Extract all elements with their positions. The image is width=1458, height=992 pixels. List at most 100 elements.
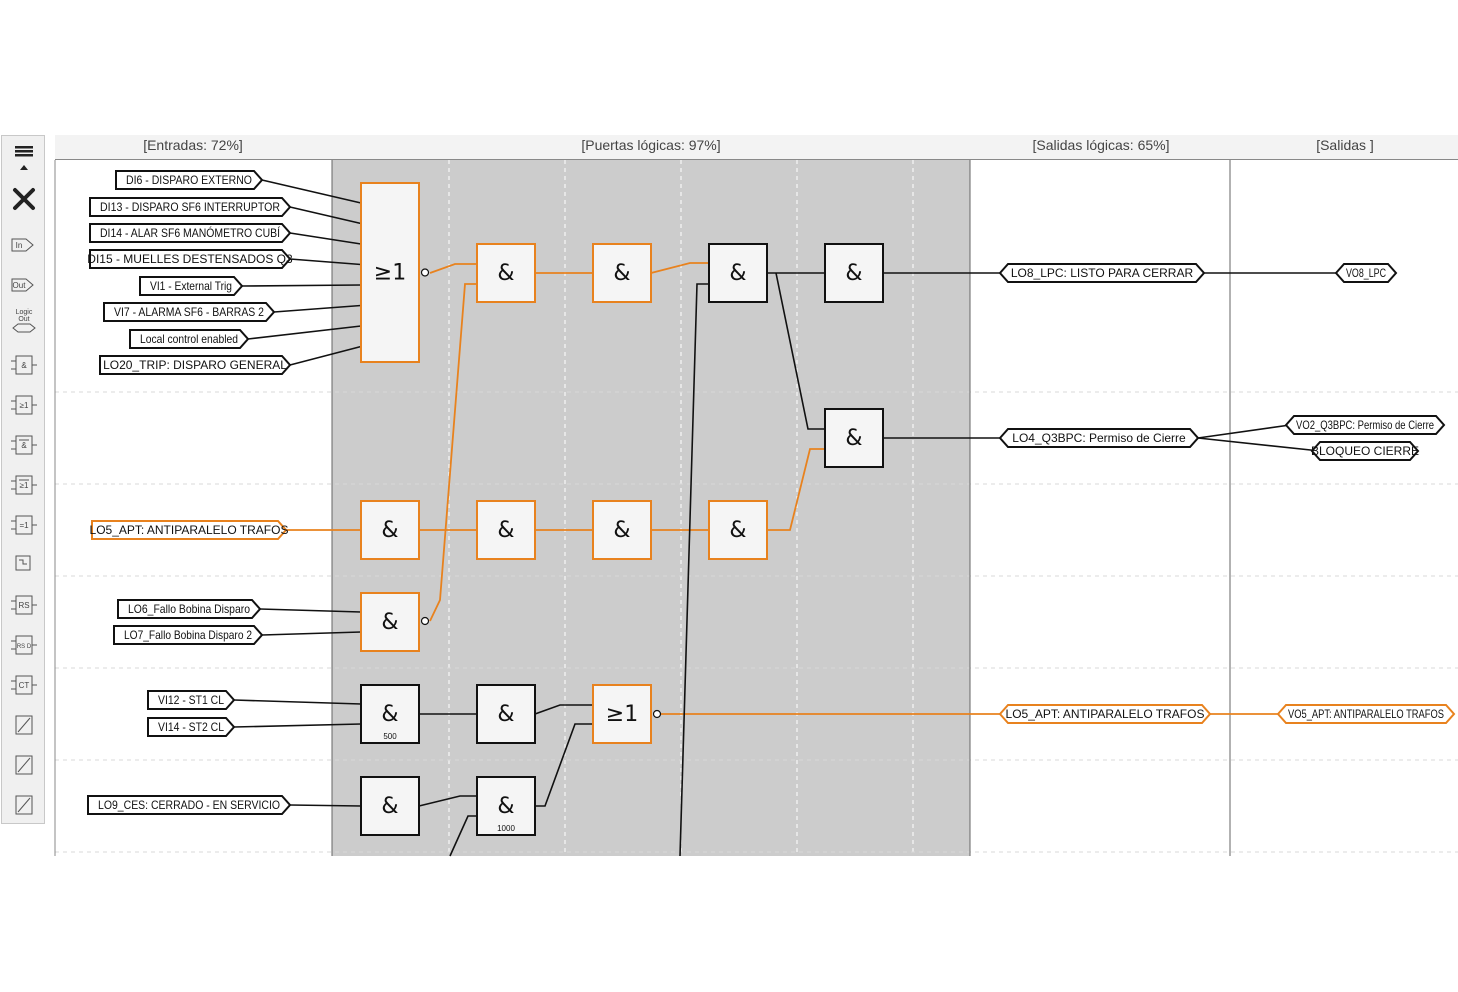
- and-gate-g4[interactable]: &: [824, 243, 884, 303]
- input-lo5in[interactable]: LO5_APT: ANTIPARALELO TRAFOS: [90, 520, 289, 540]
- output-block-icon[interactable]: Out: [11, 272, 37, 298]
- pulse-icon[interactable]: [11, 712, 37, 738]
- timer-on-icon[interactable]: [11, 752, 37, 778]
- rs-flipflop-icon[interactable]: RS: [11, 592, 37, 618]
- and-gate-g3[interactable]: &: [708, 243, 768, 303]
- input-vi12-shape: [147, 690, 236, 710]
- logic-output-lo5out-shape: [998, 704, 1212, 724]
- input-lo7[interactable]: LO7_Fallo Bobina Disparo 2: [113, 625, 264, 645]
- gate-symbol: &: [497, 518, 514, 543]
- and-gate-g1[interactable]: &: [476, 243, 536, 303]
- output-vo5-label: VO5_APT: ANTIPARALELO TRAFOS: [1288, 707, 1444, 721]
- and-gate-g7[interactable]: &: [476, 500, 536, 560]
- input-vi7-shape: [103, 302, 276, 322]
- input-vi12[interactable]: VI12 - ST1 CL: [147, 690, 236, 710]
- wire: [534, 704, 593, 715]
- input-di6-shape: [115, 170, 264, 190]
- input-vi1[interactable]: VI1 - External Trig: [139, 276, 244, 296]
- input-lo9[interactable]: LO9_CES: CERRADO - EN SERVICIO: [87, 795, 292, 815]
- delete-icon[interactable]: [11, 186, 37, 212]
- input-lce-label: Local control enabled: [140, 332, 238, 346]
- menu-icon[interactable]: [11, 138, 37, 164]
- and-gate-g6[interactable]: &: [360, 500, 420, 560]
- logic-output-lo5out-label: LO5_APT: ANTIPARALELO TRAFOS: [1006, 707, 1205, 721]
- header-inputs: [Entradas: 72%]: [143, 137, 243, 153]
- collapse-arrow-icon[interactable]: [11, 160, 37, 174]
- wire-input: [289, 206, 362, 225]
- inverter-bubble: [420, 268, 430, 277]
- svg-text:=1: =1: [19, 521, 29, 530]
- input-vi7-label: VI7 - ALARMA SF6 - BARRAS 2: [114, 305, 264, 319]
- input-block-icon[interactable]: In: [11, 232, 37, 258]
- xor-gate-icon[interactable]: =1: [11, 512, 37, 538]
- and-gate-g13[interactable]: &: [360, 776, 420, 836]
- and-gate-g14[interactable]: &1000: [476, 776, 536, 836]
- input-lce[interactable]: Local control enabled: [129, 329, 250, 349]
- input-lce-shape: [129, 329, 250, 349]
- wire: [289, 804, 362, 807]
- output-vo2[interactable]: VO2_Q3BPC: Permiso de Cierre: [1284, 415, 1446, 435]
- wire: [429, 263, 477, 274]
- and-gate-g5[interactable]: &: [824, 408, 884, 468]
- logic-output-lo4-shape: [998, 428, 1200, 448]
- wire-input: [247, 325, 362, 340]
- or-gate-g_or1[interactable]: ≥1: [360, 182, 430, 363]
- output-vo5[interactable]: VO5_APT: ANTIPARALELO TRAFOS: [1276, 704, 1456, 724]
- and-gate-g8[interactable]: &: [592, 500, 652, 560]
- input-vi7[interactable]: VI7 - ALARMA SF6 - BARRAS 2: [103, 302, 276, 322]
- output-blq[interactable]: BLOQUEO CIERRE: [1310, 441, 1420, 461]
- and-gate-g12[interactable]: &: [476, 684, 536, 744]
- gate-parameter: 500: [383, 732, 397, 741]
- wire: [767, 448, 825, 531]
- wire: [261, 631, 362, 636]
- and-gate-g2[interactable]: &: [592, 243, 652, 303]
- gate-symbol: &: [497, 794, 514, 819]
- output-vo8[interactable]: VO8_LPC: [1334, 263, 1398, 283]
- logic-output-lo8[interactable]: LO8_LPC: LISTO PARA CERRAR: [998, 263, 1206, 283]
- or-gate-g_or2[interactable]: ≥1: [592, 684, 662, 744]
- inverter-bubble: [420, 616, 430, 626]
- gate-body: [476, 684, 536, 744]
- gate-body: [360, 684, 420, 744]
- logic-output-lo5out[interactable]: LO5_APT: ANTIPARALELO TRAFOS: [998, 704, 1212, 724]
- and-gate-icon[interactable]: &: [11, 352, 37, 378]
- and-gate-g11[interactable]: &500: [360, 684, 420, 744]
- input-di6-label: DI6 - DISPARO EXTERNO: [126, 173, 252, 187]
- logic-output-lo4[interactable]: LO4_Q3BPC: Permiso de Cierre: [998, 428, 1200, 448]
- rs-d-flipflop-icon[interactable]: RS D: [11, 632, 37, 658]
- and-gate-inverted-icon[interactable]: &: [11, 432, 37, 458]
- wire: [259, 608, 362, 613]
- counter-icon[interactable]: CT: [11, 672, 37, 698]
- output-vo2-label: VO2_Q3BPC: Permiso de Cierre: [1296, 418, 1434, 432]
- wire: [418, 795, 477, 807]
- input-di14[interactable]: DI14 - ALAR SF6 MANÓMETRO CUBÍ: [89, 223, 292, 243]
- input-vi1-shape: [139, 276, 244, 296]
- svg-text:≥1: ≥1: [20, 481, 29, 490]
- gate-body: [476, 776, 536, 836]
- input-di15[interactable]: DI15 - MUELLES DESTENSADOS Q3: [87, 249, 293, 269]
- and-gate-g9[interactable]: &: [708, 500, 768, 560]
- or-gate-inverted-icon[interactable]: ≥1: [11, 472, 37, 498]
- input-di13[interactable]: DI13 - DISPARO SF6 INTERRUPTOR: [89, 197, 292, 217]
- gate-symbol: &: [729, 518, 746, 543]
- wire-input: [289, 232, 362, 245]
- and-gate-g10[interactable]: &: [360, 592, 430, 652]
- input-vi14[interactable]: VI14 - ST2 CL: [147, 717, 236, 737]
- header-gates: [Puertas lógicas: 97%]: [581, 137, 721, 153]
- wire: [233, 723, 362, 728]
- input-lo6[interactable]: LO6_Fallo Bobina Disparo: [117, 599, 262, 619]
- timer-off-icon[interactable]: [11, 792, 37, 818]
- gate-body: [824, 408, 884, 468]
- gate-symbol: &: [845, 426, 862, 451]
- or-gate-icon[interactable]: ≥1: [11, 392, 37, 418]
- input-lo20[interactable]: LO20_TRIP: DISPARO GENERAL: [99, 355, 292, 375]
- wire: [535, 723, 593, 807]
- gate-body: [476, 243, 536, 303]
- delay-block-icon[interactable]: [11, 550, 37, 576]
- gate-symbol: ≥1: [374, 261, 406, 286]
- input-di6[interactable]: DI6 - DISPARO EXTERNO: [115, 170, 264, 190]
- svg-text:RS D: RS D: [17, 644, 32, 650]
